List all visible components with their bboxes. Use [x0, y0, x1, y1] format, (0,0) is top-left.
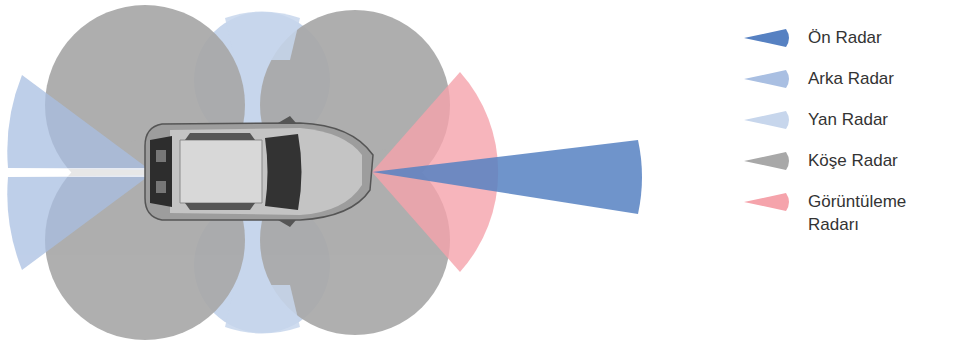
- car: [145, 116, 373, 227]
- legend-swatch: [744, 152, 789, 170]
- legend-label: Görüntüleme Radarı: [808, 190, 928, 236]
- legend-item: Köşe Radar: [742, 149, 928, 172]
- legend-label: Ön Radar: [808, 26, 928, 49]
- legend-label: Arka Radar: [808, 67, 928, 90]
- legend-swatch-svg: [742, 192, 792, 212]
- side-radar-zone: [225, 285, 300, 334]
- legend-swatch: [744, 111, 789, 129]
- legend-label: Köşe Radar: [808, 149, 928, 172]
- legend-swatch-svg: [742, 151, 792, 171]
- legend-swatch-svg: [742, 110, 792, 130]
- legend-swatch-svg: [742, 69, 792, 89]
- legend-swatch: [744, 70, 789, 88]
- legend-swatch: [744, 29, 789, 47]
- legend-swatch-svg: [742, 28, 792, 48]
- legend: Ön RadarArka RadarYan RadarKöşe RadarGör…: [742, 26, 928, 254]
- side-radar-zone: [225, 12, 300, 61]
- front-radar-zone: [372, 140, 642, 214]
- legend-label: Yan Radar: [808, 108, 928, 131]
- legend-swatch: [744, 193, 789, 211]
- legend-item: Arka Radar: [742, 67, 928, 90]
- legend-item: Yan Radar: [742, 108, 928, 131]
- legend-item: Görüntüleme Radarı: [742, 190, 928, 236]
- legend-item: Ön Radar: [742, 26, 928, 49]
- rear-radar-zones: [7, 75, 150, 270]
